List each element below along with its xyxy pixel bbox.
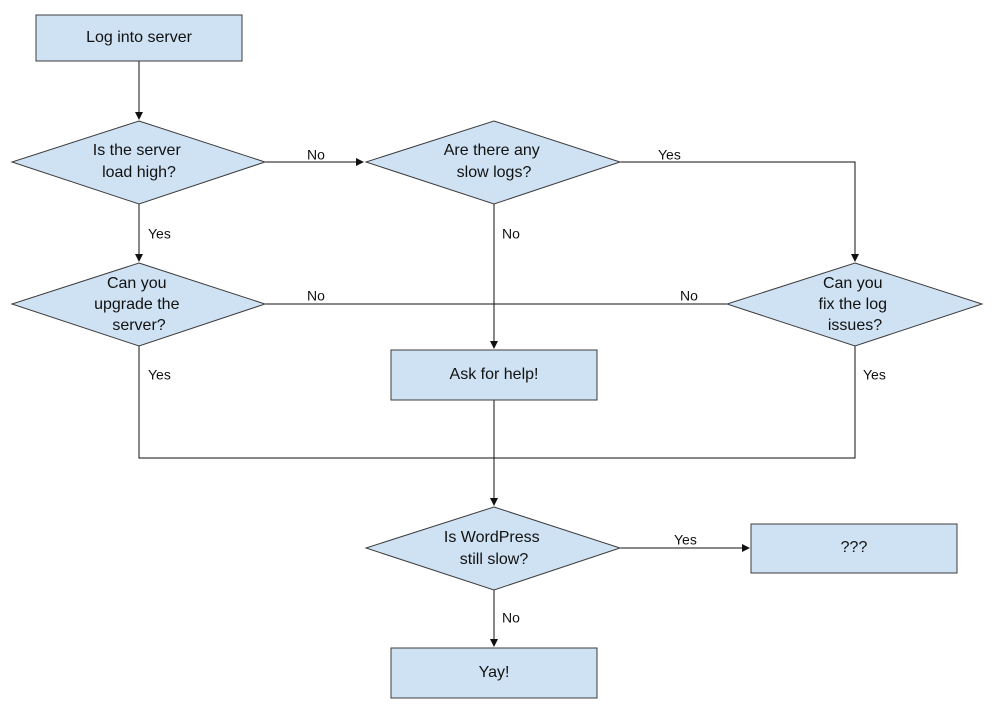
node-server-load-high-line-2: load high? — [102, 164, 176, 181]
node-upgrade-server-line-1: Can you — [107, 275, 167, 292]
node-upgrade-server-line-3: server? — [112, 317, 165, 334]
node-server-load-high-label: Is the server load high? — [93, 142, 185, 181]
node-slow-logs-line-1: Are there any — [444, 142, 540, 159]
node-server-load-high: Is the server load high? — [10, 120, 267, 205]
node-upgrade-server-shape — [10, 262, 267, 347]
node-login-line-1: Log into server — [86, 29, 193, 46]
node-yay-line-1: Yay! — [479, 664, 510, 681]
node-fix-log-issues-shape — [725, 262, 984, 347]
node-fix-log-issues-label: Can you fix the log issues? — [819, 275, 892, 334]
edge-label-wp-yes: Yes — [674, 532, 697, 548]
edge-upgrade-yes-to-merge — [138, 346, 494, 459]
node-unknown-box — [750, 523, 958, 574]
node-upgrade-server-label: Can you upgrade the server? — [94, 275, 184, 334]
node-yay-label: Yay! — [479, 664, 510, 681]
node-unknown: ??? — [750, 523, 958, 574]
edge-label-slowlogs-no: No — [502, 226, 520, 242]
node-fix-log-issues-line-3: issues? — [828, 317, 882, 334]
node-slow-logs-label: Are there any slow logs? — [444, 142, 545, 181]
node-login: Log into server — [35, 14, 243, 62]
node-slow-logs: Are there any slow logs? — [364, 120, 622, 205]
node-upgrade-server: Can you upgrade the server? — [10, 262, 267, 347]
edge-label-load-no: No — [307, 147, 325, 163]
node-login-label: Log into server — [86, 29, 193, 46]
edge-labels: No Yes Yes No No No Yes Yes Yes No — [148, 147, 886, 626]
node-server-load-high-shape — [10, 120, 267, 205]
edges — [135, 61, 859, 647]
node-yay: Yay! — [390, 647, 598, 699]
node-yay-box — [390, 647, 598, 699]
edge-label-fix-no: No — [680, 288, 698, 304]
node-wordpress-still-slow: Is WordPress still slow? — [364, 506, 622, 591]
node-slow-logs-line-2: slow logs? — [457, 164, 532, 181]
node-fix-log-issues-line-1: Can you — [823, 275, 883, 292]
node-wordpress-still-slow-shape — [364, 506, 622, 591]
node-upgrade-server-line-2: upgrade the — [94, 296, 180, 313]
node-wordpress-still-slow-label: Is WordPress still slow? — [444, 529, 544, 568]
edge-label-slowlogs-yes: Yes — [658, 147, 681, 163]
node-fix-log-issues: Can you fix the log issues? — [725, 262, 984, 347]
edge-label-upgrade-yes: Yes — [148, 367, 171, 383]
node-fix-log-issues-line-2: fix the log — [819, 296, 887, 313]
node-server-load-high-line-1: Is the server — [93, 142, 182, 159]
node-unknown-label: ??? — [841, 539, 868, 556]
node-login-box — [35, 14, 243, 62]
node-wordpress-still-slow-line-1: Is WordPress — [444, 529, 540, 546]
edge-fix-yes-to-merge — [494, 346, 856, 459]
node-ask-for-help-line-1: Ask for help! — [450, 366, 539, 383]
node-ask-for-help: Ask for help! — [390, 349, 598, 401]
node-ask-for-help-label: Ask for help! — [450, 366, 539, 383]
edge-label-upgrade-no: No — [307, 288, 325, 304]
edge-slowlogs-to-fix — [620, 161, 859, 262]
node-unknown-line-1: ??? — [841, 539, 868, 556]
node-wordpress-still-slow-line-2: still slow? — [460, 551, 529, 568]
node-ask-for-help-box — [390, 349, 598, 401]
edge-label-wp-no: No — [502, 610, 520, 626]
node-slow-logs-shape — [364, 120, 622, 205]
edge-label-load-yes: Yes — [148, 226, 171, 242]
edge-label-fix-yes: Yes — [863, 367, 886, 383]
